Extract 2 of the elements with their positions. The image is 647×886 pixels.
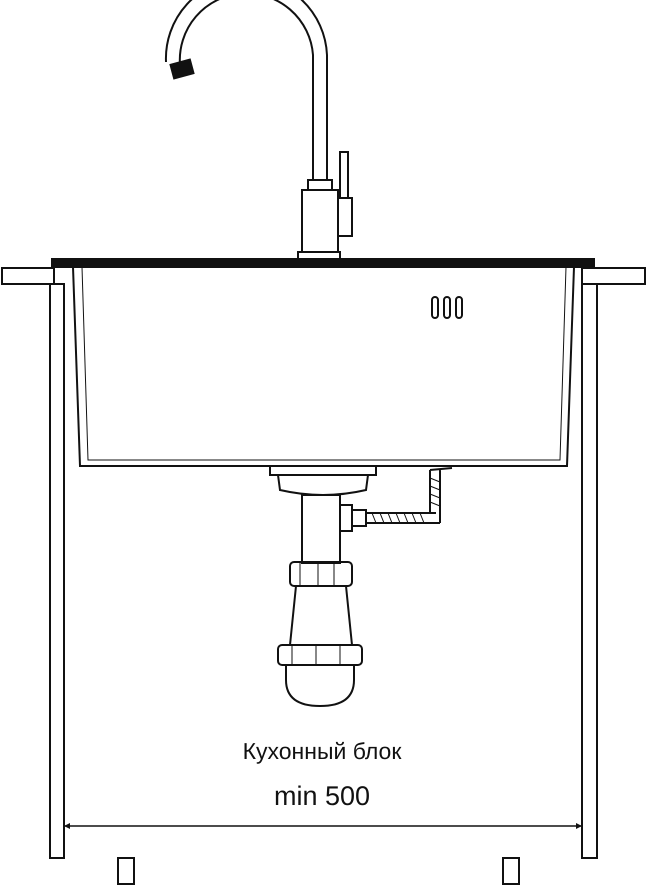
cabinet-label: Кухонный блок — [242, 740, 402, 763]
dimension-value: min 500 — [274, 783, 370, 810]
